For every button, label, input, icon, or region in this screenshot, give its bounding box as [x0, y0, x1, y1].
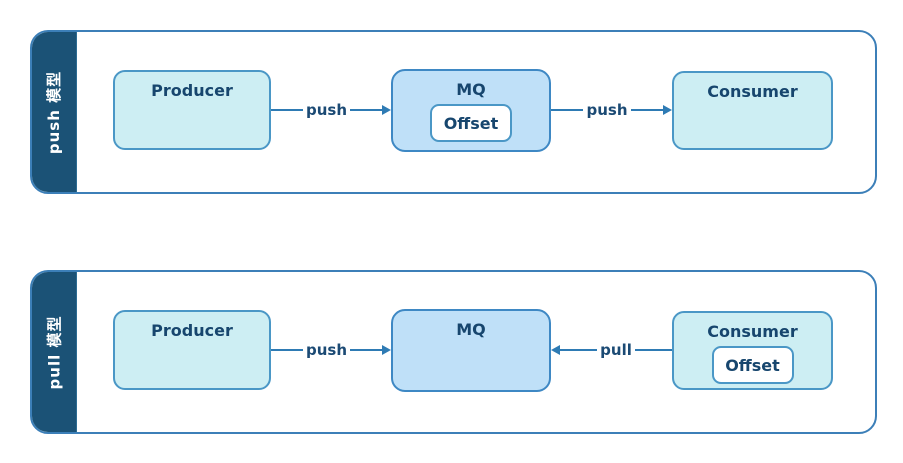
arrow-line — [560, 349, 598, 351]
pull-consumer-node: Consumer Offset — [672, 311, 833, 390]
push-mq-label: MQ — [456, 80, 486, 99]
push-mq-node: MQ Offset — [391, 69, 551, 152]
push-consumer-node: Consumer — [672, 71, 833, 150]
push-producer-to-mq-arrow-label: push — [305, 100, 348, 119]
arrow-line — [271, 349, 303, 351]
arrowhead-right-icon — [663, 105, 672, 115]
push-producer-label: Producer — [151, 81, 233, 100]
arrow-line — [271, 109, 303, 111]
push-model-title-strip: push 模型 — [32, 32, 77, 192]
arrowhead-right-icon — [382, 345, 391, 355]
arrow-line — [350, 109, 382, 111]
arrowhead-right-icon — [382, 105, 391, 115]
push-model-title: push 模型 — [45, 70, 64, 154]
pull-model-container: pull 模型 Producer push MQ pull Consumer O… — [30, 270, 877, 434]
arrowhead-left-icon — [551, 345, 560, 355]
arrow-line — [350, 349, 382, 351]
pull-producer-to-mq-arrow-label: push — [305, 340, 348, 359]
push-producer-to-mq-arrow: push — [271, 100, 391, 120]
arrow-line — [630, 109, 663, 111]
pull-mq-node: MQ — [391, 309, 551, 392]
push-mq-to-consumer-arrow-label: push — [586, 100, 628, 119]
push-mq-offset-label: Offset — [443, 113, 499, 133]
pull-consumer-label: Consumer — [707, 322, 798, 341]
pull-producer-label: Producer — [151, 321, 233, 340]
pull-mq-label: MQ — [456, 320, 486, 339]
pull-consumer-to-mq-arrow: pull — [551, 340, 673, 360]
pull-consumer-offset-box: Offset — [711, 346, 794, 385]
pull-consumer-offset-label: Offset — [725, 355, 780, 375]
arrow-line — [551, 109, 584, 111]
arrow-line — [634, 349, 673, 351]
pull-model-title: pull 模型 — [45, 315, 64, 389]
push-model-container: push 模型 Producer push MQ Offset push Con… — [30, 30, 877, 194]
push-mq-offset-box: Offset — [430, 104, 512, 143]
push-consumer-label: Consumer — [707, 82, 798, 101]
push-producer-node: Producer — [113, 70, 271, 150]
pull-model-title-strip: pull 模型 — [32, 272, 77, 432]
push-mq-to-consumer-arrow: push — [551, 100, 672, 120]
pull-producer-to-mq-arrow: push — [271, 340, 391, 360]
pull-consumer-to-mq-arrow-label: pull — [600, 340, 632, 359]
pull-producer-node: Producer — [113, 310, 271, 390]
